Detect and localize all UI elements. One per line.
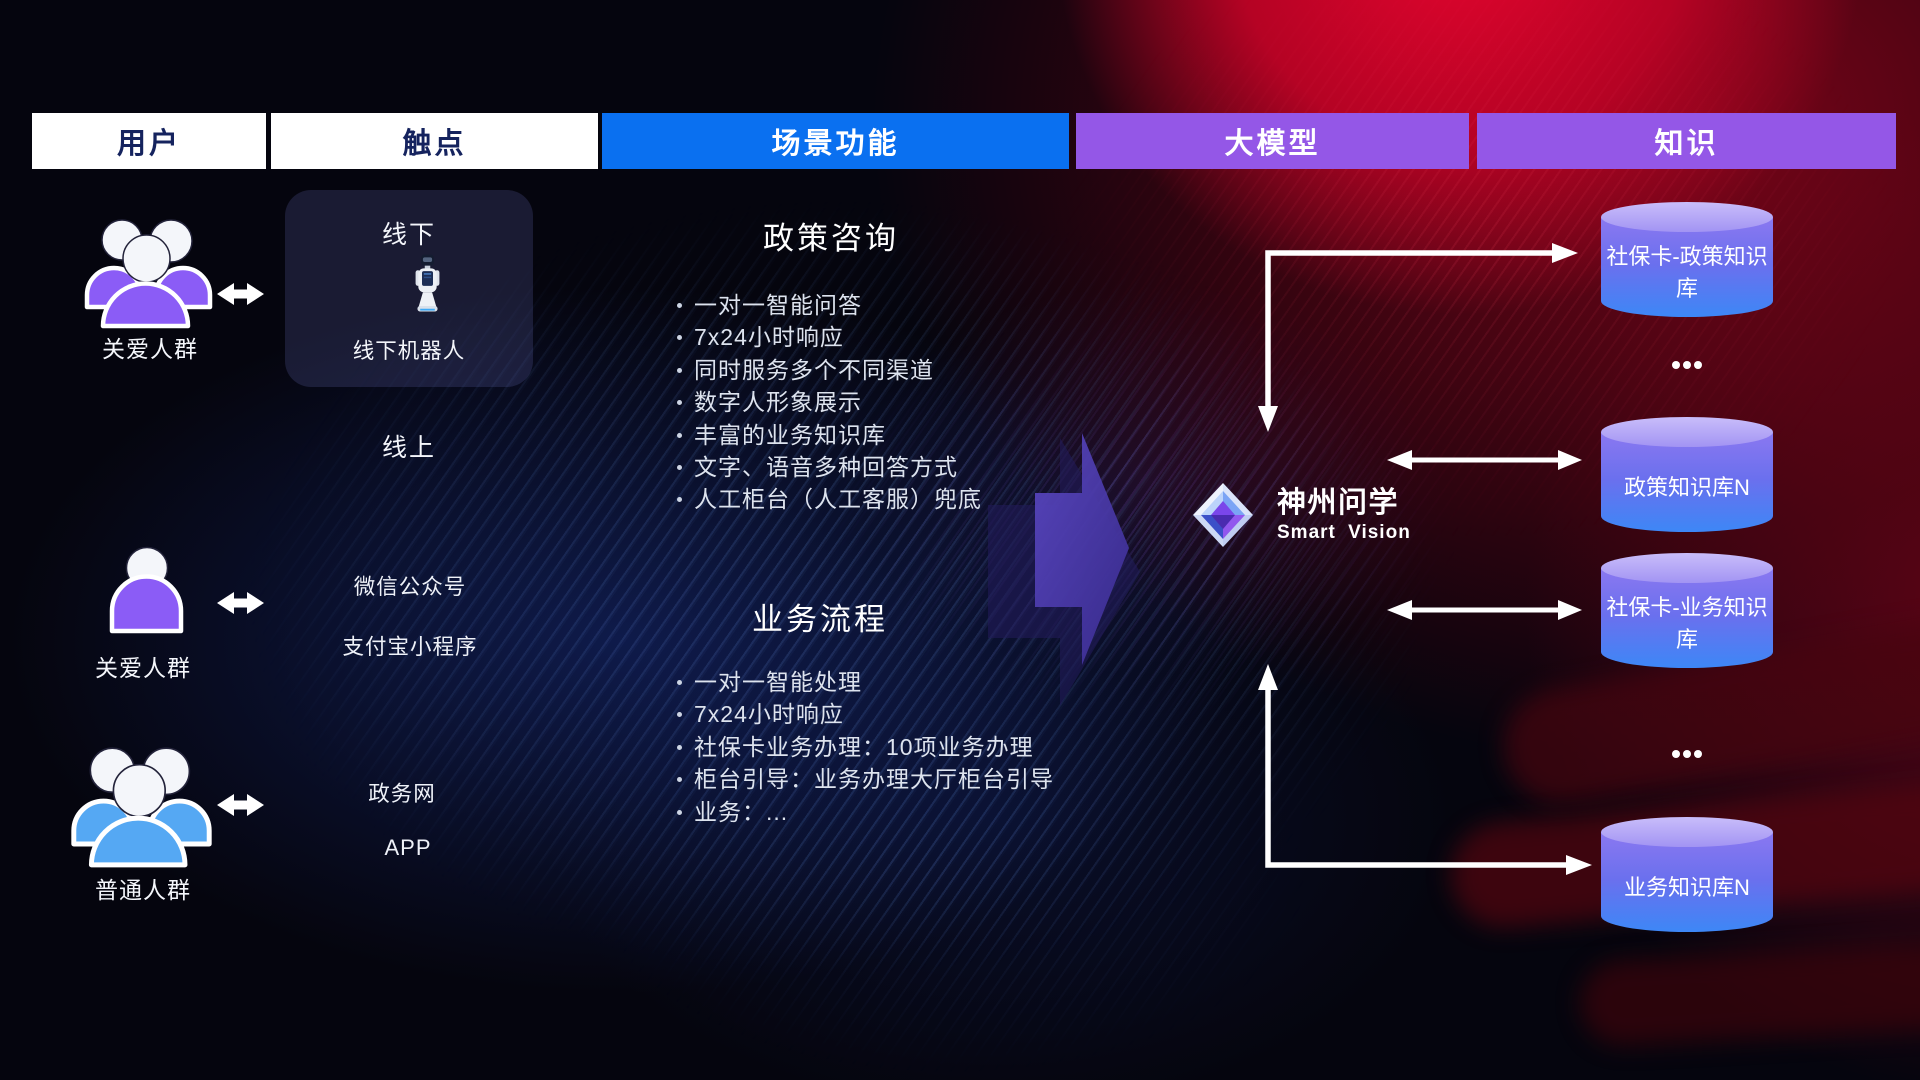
user-group-label: 普通人群 [95, 877, 191, 903]
list-item-text: 人工柜台（人工客服）兜底 [694, 486, 982, 513]
list-item-text: 一对一智能问答 [694, 292, 862, 318]
list-item-text: 同时服务多个不同渠道 [694, 356, 934, 383]
policy-feature-list: 一对一智能问答 7x24小时响应 同时服务多个不同渠道 数字人形象展示 丰富的业… [677, 289, 982, 516]
list-item-text: 7x24小时响应 [694, 701, 844, 728]
list-item-text: 业务：... [694, 798, 789, 825]
list-item: 一对一智能处理 [677, 666, 1054, 698]
list-item-text: 数字人形象展示 [694, 389, 862, 416]
list-item: 数字人形象展示 [677, 386, 982, 418]
list-item: 7x24小时响应 [677, 321, 982, 353]
robot-icon [415, 254, 440, 312]
ellipsis-dots [1672, 750, 1702, 758]
list-item: 一对一智能问答 [677, 289, 982, 321]
column-header-knowledge: 知识 [1477, 113, 1896, 169]
brand-subtitle: Smart Vision [1277, 522, 1411, 543]
list-item: 丰富的业务知识库 [677, 419, 982, 451]
list-item: 业务：... [677, 796, 1054, 828]
column-header-touchpoints-label: 触点 [402, 128, 467, 160]
list-item-text: 文字、语音多种回答方式 [694, 454, 958, 481]
smart-vision-logo [1193, 483, 1253, 547]
knowledge-db-label: 社保卡-业务知识 库 [1606, 594, 1768, 652]
list-item-text: 7x24小时响应 [694, 324, 844, 351]
offline-robot-label: 线下机器人 [352, 339, 466, 363]
channel-gov-web: 政务网 [368, 782, 436, 806]
channel-wechat: 微信公众号 [353, 575, 467, 599]
list-item: 同时服务多个不同渠道 [677, 354, 982, 386]
ellipsis-dots [1672, 361, 1702, 369]
list-item: 社保卡业务办理：10项业务办理 [677, 731, 1054, 763]
column-header-users: 用户 [32, 113, 266, 169]
column-header-model-label: 大模型 [1224, 128, 1321, 160]
column-header-touchpoints: 触点 [271, 113, 598, 169]
list-item-text: 一对一智能处理 [694, 669, 862, 695]
list-item-text: 丰富的业务知识库 [694, 421, 886, 448]
group-users-icon [84, 219, 213, 329]
online-label: 线上 [381, 434, 436, 462]
column-header-knowledge-label: 知识 [1654, 128, 1719, 160]
list-item: 柜台引导：业务办理大厅柜台引导 [677, 763, 1054, 795]
knowledge-db-policy-ssc: 社保卡-政策知识 库 [1601, 202, 1773, 317]
business-feature-list: 一对一智能处理 7x24小时响应 社保卡业务办理：10项业务办理 柜台引导：业务… [677, 666, 1054, 828]
offline-label: 线下 [381, 221, 436, 249]
knowledge-db-business-n: 业务知识库N [1601, 817, 1773, 932]
channel-app: APP [384, 835, 432, 860]
business-title: 业务流程 [752, 602, 888, 637]
knowledge-db-business-ssc: 社保卡-业务知识 库 [1601, 553, 1773, 668]
group-users-icon [71, 747, 212, 868]
list-item-text: 柜台引导：业务办理大厅柜台引导 [694, 766, 1054, 793]
column-header-users-label: 用户 [116, 128, 181, 160]
user-group-label: 关爱人群 [95, 655, 191, 681]
knowledge-db-label: 政策知识库N [1624, 474, 1750, 500]
list-item-text: 社保卡业务办理：10项业务办理 [694, 733, 1034, 760]
flow-arrow-shape [988, 433, 1140, 706]
user-group-label: 关爱人群 [102, 336, 198, 362]
knowledge-db-label: 业务知识库N [1624, 874, 1750, 900]
brand-name: 神州问学 [1277, 487, 1400, 519]
column-header-model: 大模型 [1076, 113, 1469, 169]
list-item: 文字、语音多种回答方式 [677, 451, 982, 483]
policy-title: 政策咨询 [763, 221, 899, 256]
knowledge-db-policy-n: 政策知识库N [1601, 417, 1773, 532]
column-header-scenarios-label: 场景功能 [771, 128, 900, 160]
single-user-icon [109, 546, 184, 634]
offline-touchpoint-box [285, 190, 533, 387]
channel-alipay: 支付宝小程序 [342, 635, 478, 659]
list-item: 人工柜台（人工客服）兜底 [677, 483, 982, 515]
knowledge-db-label: 社保卡-政策知识 库 [1606, 243, 1768, 301]
list-item: 7x24小时响应 [677, 698, 1054, 730]
column-header-scenarios: 场景功能 [602, 113, 1069, 169]
